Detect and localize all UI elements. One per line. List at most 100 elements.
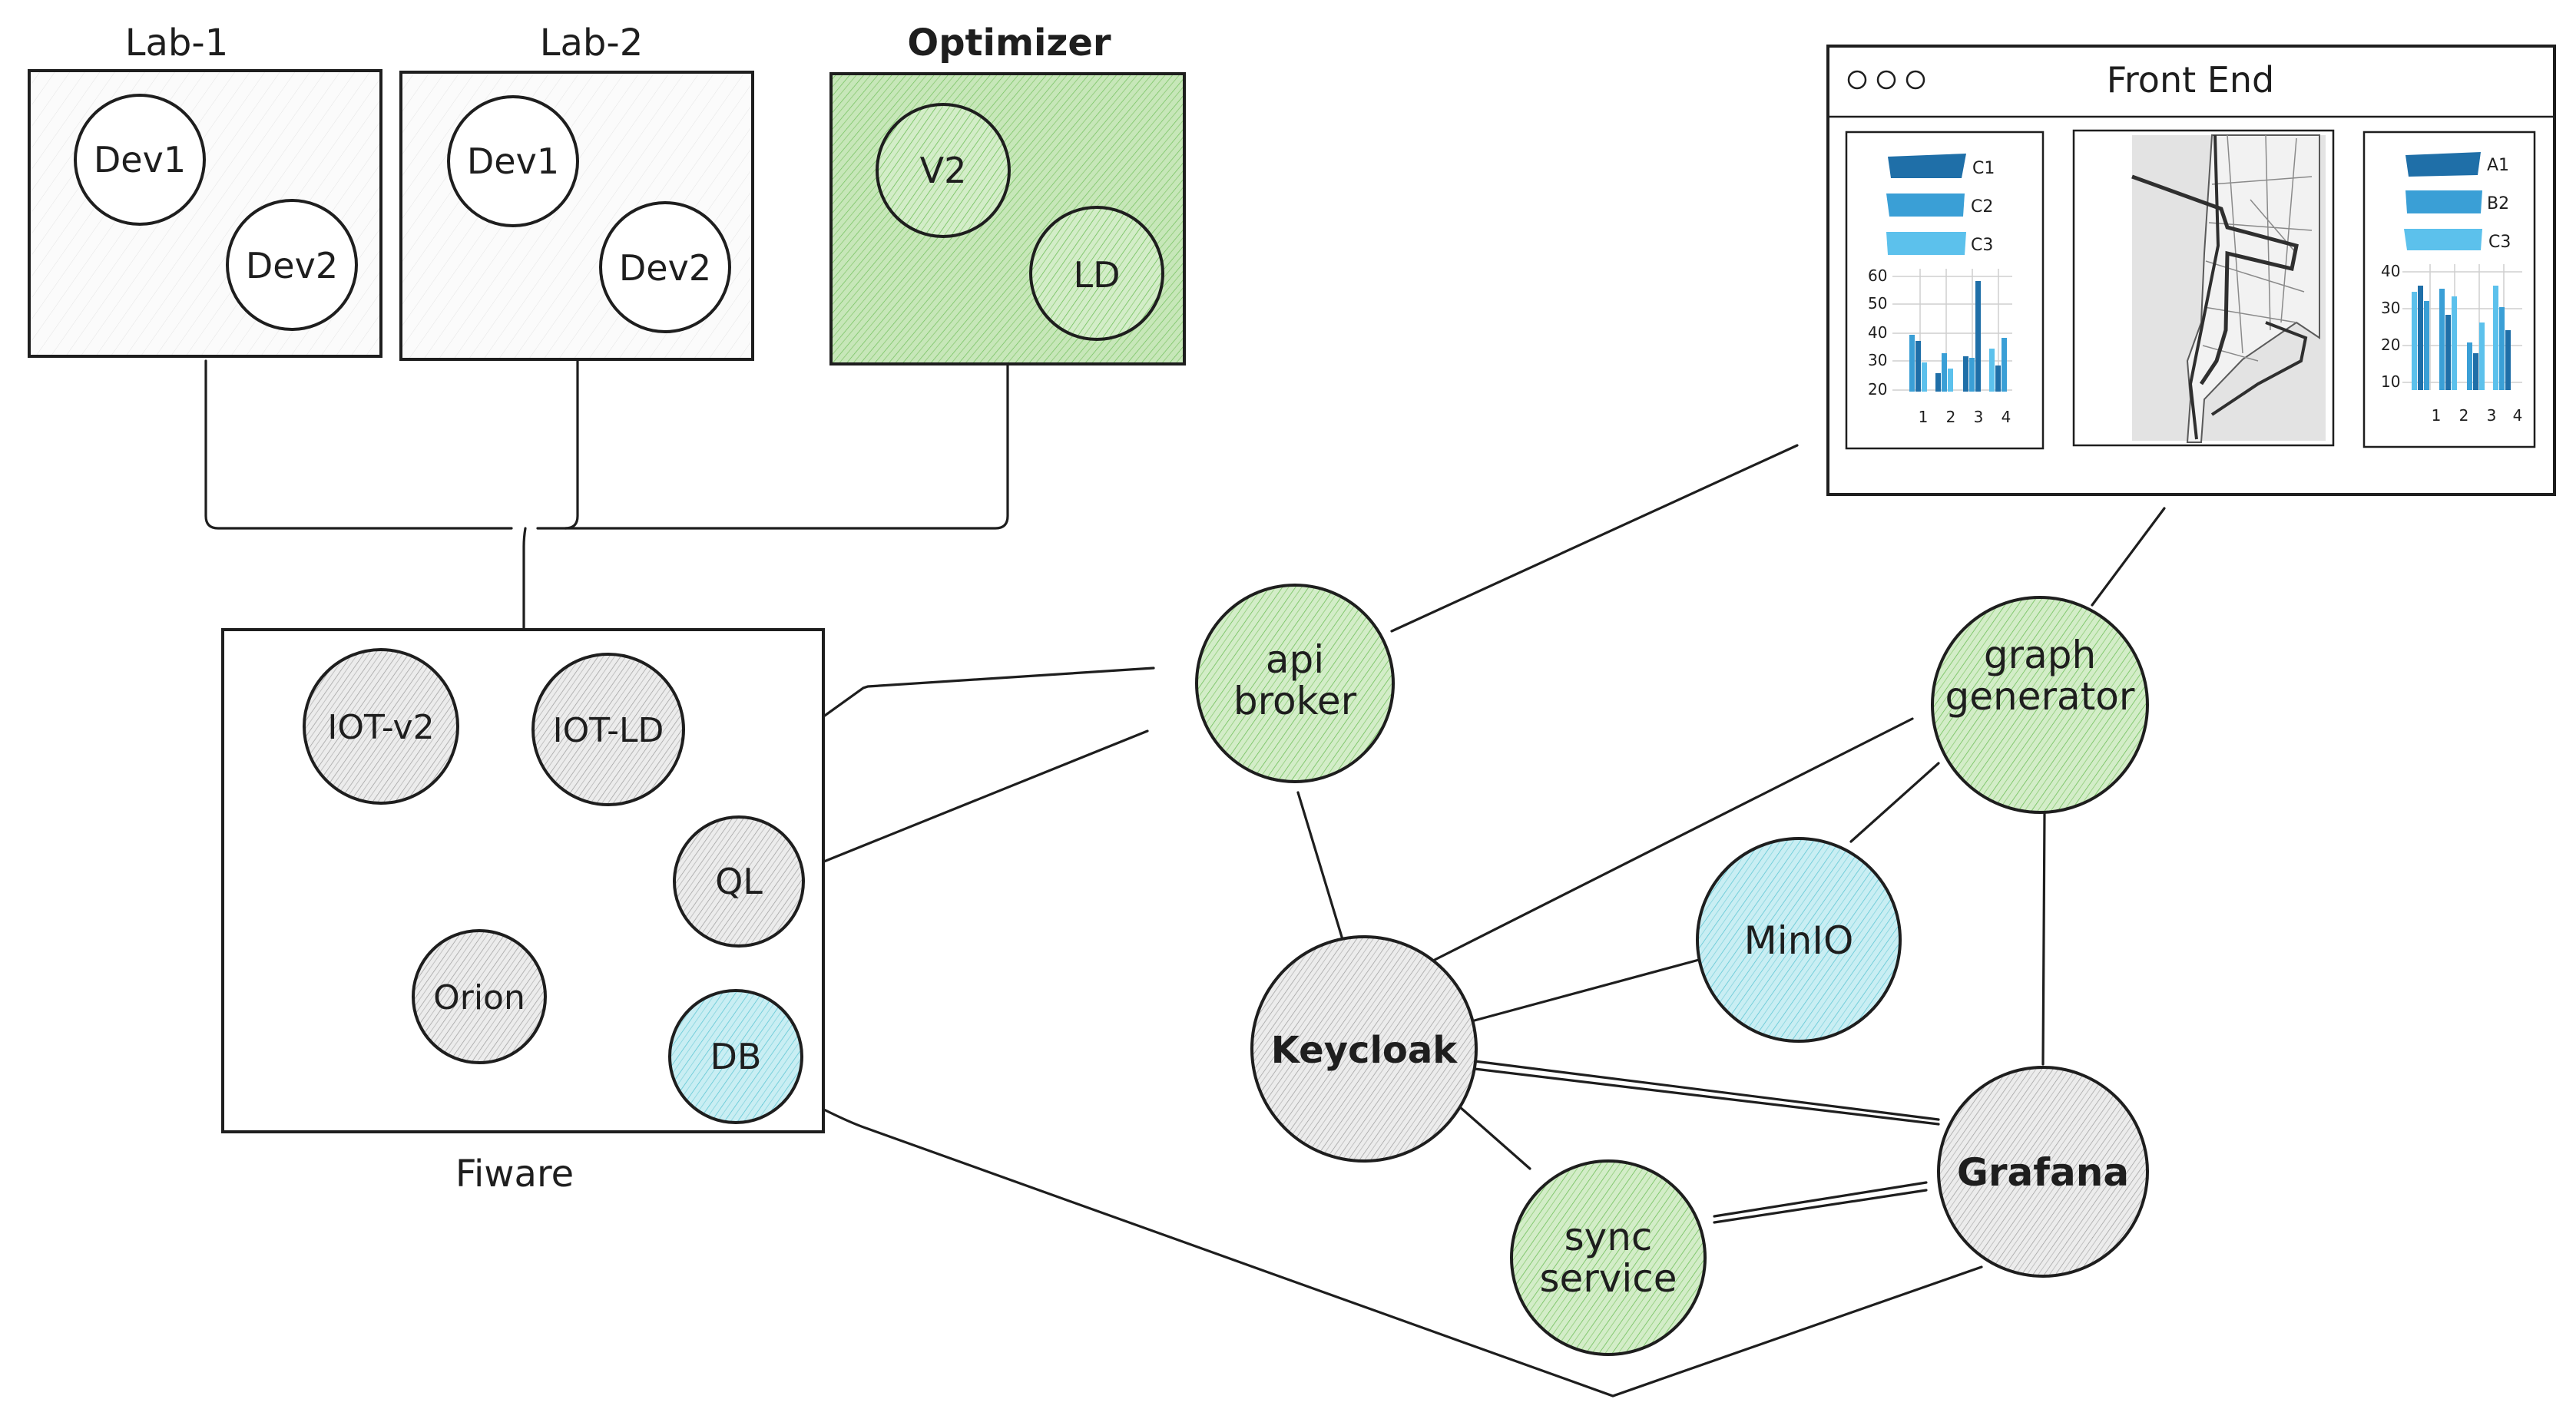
optimizer-ld-label: LD (1073, 254, 1120, 296)
right-bar (2452, 296, 2457, 390)
left-ytick-3: 40 (1868, 323, 1887, 342)
right-legend-swatch-2 (2405, 190, 2482, 213)
api-broker-label-line1: api (1266, 637, 1324, 682)
graph-generator-node[interactable] (1931, 596, 2149, 814)
right-bar (2467, 342, 2472, 390)
left-ytick-5: 20 (1868, 380, 1887, 399)
lab1-dev2-node[interactable] (226, 199, 358, 331)
ql-node[interactable] (673, 815, 805, 948)
left-legend-label-2: C2 (1971, 197, 1993, 217)
window-dot-1-icon[interactable] (1847, 70, 1867, 90)
minio-node[interactable] (1696, 837, 1902, 1043)
right-bar (2499, 307, 2505, 390)
lab2-dev1-label: Dev1 (467, 141, 559, 182)
optimizer-title: Optimizer (907, 22, 1111, 64)
left-bar (1963, 356, 1968, 392)
right-legend-label-1: A1 (2487, 156, 2509, 175)
right-ytick-1: 40 (2381, 262, 2400, 280)
iot-v2-label: IOT-v2 (327, 708, 434, 747)
edge-sync-grafana-1 (1713, 1181, 1928, 1218)
right-legend-swatch-3 (2404, 229, 2482, 250)
left-legend-label-1: C1 (1972, 159, 1995, 178)
edge-api-frontend (1390, 444, 1799, 633)
right-bar (2418, 286, 2423, 390)
right-bar (2439, 289, 2445, 390)
grafana-node[interactable] (1937, 1066, 2149, 1278)
right-panel-frame (2362, 131, 2536, 448)
left-gridlines (1892, 276, 2012, 391)
edge-graph-minio (1849, 762, 1940, 843)
left-xtick-4: 4 (2002, 408, 2011, 426)
db-node[interactable] (668, 989, 803, 1124)
right-bar (2505, 330, 2511, 390)
left-vgridlines (1919, 269, 1999, 392)
edge-ql-api (811, 729, 1149, 868)
map-route2-icon (2188, 134, 2220, 440)
left-ytick-1: 60 (1868, 266, 1887, 285)
bus-lab1 (204, 359, 513, 530)
lab-1-group: Lab-1 Dev1 Dev2 (28, 22, 382, 358)
keycloak-node[interactable] (1250, 935, 1478, 1163)
iot-ld-node[interactable] (531, 653, 685, 806)
edge-graph-grafana (2041, 811, 2046, 1066)
minio-label: MinIO (1744, 918, 1854, 963)
orion-node[interactable] (412, 929, 547, 1064)
window-dot-2-icon[interactable] (1876, 70, 1896, 90)
front-end-window: Front End C1 C2 C3 60 50 40 30 20 1 (1826, 45, 2556, 496)
left-bar (1948, 369, 1953, 392)
fiware-group: Fiware IOT-v2 IOT-LD Orion QL DB (221, 628, 825, 1196)
orion-label: Orion (433, 978, 525, 1017)
right-gridlines (2402, 271, 2522, 383)
lab-2-title: Lab-2 (540, 22, 643, 64)
optimizer-v2-label: V2 (920, 150, 967, 191)
right-xtick-4: 4 (2513, 406, 2523, 425)
right-bar (2412, 292, 2417, 390)
services: api broker graph generator MinIO Keycloa… (1195, 584, 2149, 1356)
right-bar (2445, 315, 2451, 390)
lab1-dev1-node[interactable] (74, 94, 206, 226)
lab2-dev1-node[interactable] (447, 95, 579, 227)
right-legend-label-2: B2 (2487, 194, 2509, 213)
optimizer-ld-node[interactable] (1029, 206, 1164, 341)
edge-sync-grafana-2 (1713, 1189, 1928, 1224)
edge-graph-keycloak (1433, 717, 1914, 961)
left-bar (1915, 341, 1921, 392)
edge-keycloak-sync (1452, 1100, 1531, 1170)
right-bars (2412, 286, 2511, 390)
right-ytick-2: 30 (2381, 299, 2400, 317)
left-legend: C1 C2 C3 (1886, 154, 1995, 255)
edge-keycloak-minio (1470, 958, 1700, 1023)
left-ytick-2: 50 (1868, 294, 1887, 313)
left-bar (1942, 353, 1947, 392)
right-bar (2473, 353, 2478, 390)
bus-lab2 (564, 359, 579, 530)
grafana-label: Grafana (1957, 1150, 2129, 1195)
left-bar (1935, 373, 1941, 392)
edge-graph-frontend (2091, 507, 2166, 607)
sync-service-node[interactable] (1510, 1159, 1707, 1356)
iot-v2-node[interactable] (303, 648, 459, 805)
map-route-icon (2131, 174, 2299, 385)
right-bar (2479, 322, 2485, 390)
right-chart-panel: A1 B2 C3 40 30 20 10 1 2 3 4 (2362, 131, 2536, 448)
left-bar (1995, 366, 2001, 392)
map-frame (2072, 129, 2335, 447)
left-bar (1922, 362, 1927, 392)
left-bars (1909, 281, 2007, 392)
map-panel (2072, 129, 2335, 447)
lab2-dev2-node[interactable] (599, 201, 731, 333)
keycloak-label: Keycloak (1271, 1029, 1458, 1072)
ql-label: QL (715, 861, 763, 902)
window-dot-3-icon[interactable] (1906, 70, 1925, 90)
right-legend-label-3: C3 (2488, 233, 2511, 252)
right-legend-swatch-1 (2405, 152, 2481, 177)
lab1-dev2-label: Dev2 (246, 245, 338, 286)
graph-generator-label-line1: graph (1984, 633, 2096, 677)
left-xtick-2: 2 (1946, 408, 1956, 426)
right-ytick-4: 10 (2381, 372, 2400, 391)
api-broker-node[interactable] (1195, 584, 1395, 783)
right-xtick-2: 2 (2459, 406, 2469, 425)
optimizer-v2-node[interactable] (876, 103, 1011, 238)
fiware-title: Fiware (455, 1153, 574, 1196)
front-end-title: Front End (2107, 59, 2274, 101)
